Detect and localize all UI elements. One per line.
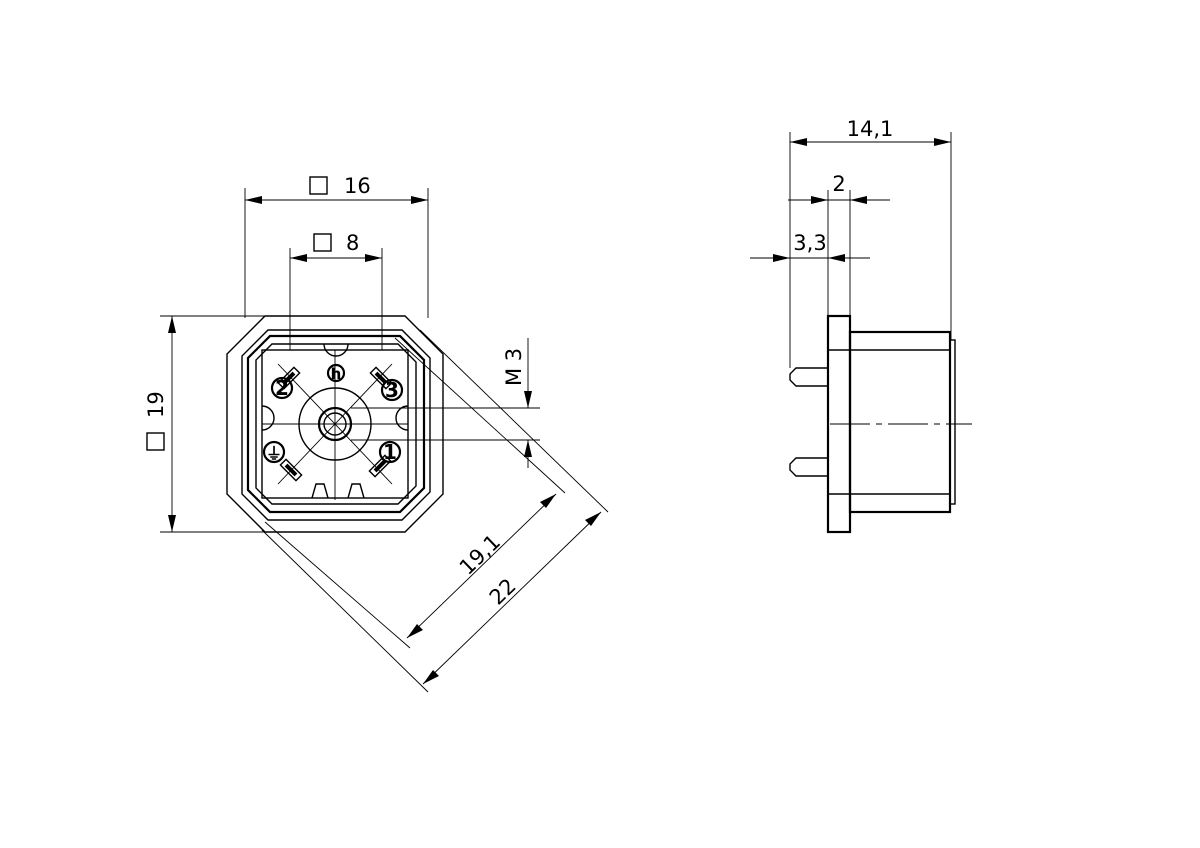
pin-3-marker [380,378,404,402]
pin-2-label: 2 [275,376,289,400]
ground-icon [262,440,286,464]
bottom-key-slot-left [311,483,329,499]
dimension-inner-square: 8 [289,231,383,350]
dim-height-value: 19 [144,391,168,418]
contact-blade-1 [368,454,392,478]
ground-label: ⏚ [266,444,282,463]
dim-diag-outer-value: 22 [485,574,521,610]
dim-total-depth-value: 14,1 [847,117,894,141]
side-pin-top [789,367,828,387]
diagonal-line-b [277,363,393,485]
coding-marker [326,363,346,383]
contact-blade-ground [279,458,303,482]
front-view: 2 3 1 ⏚ h 16 8 [144,174,609,693]
dimension-total-depth: 14,1 [789,117,952,368]
dimension-height: 19 [144,315,268,533]
connector-second-outline [241,329,431,521]
pin-1-label: 1 [383,440,397,464]
pin-1-marker [378,440,402,464]
dim-outer-square-value: 16 [344,174,371,198]
connector-outer-outline [226,315,444,533]
dim-pin-length-value: 3,3 [793,231,826,255]
coding-label: h [331,365,342,383]
bottom-key-slot-right [347,483,365,499]
right-notch [395,405,409,431]
dimension-pin-length: 3,3 [750,231,870,262]
pin-2-marker [270,376,294,400]
top-notch [323,343,349,357]
connector-housing [246,334,426,514]
contact-blade-2 [277,366,301,390]
dim-diag-inner-value: 19,1 [455,530,505,580]
dimension-outer-square: 16 [244,174,429,318]
side-front-lip [949,339,956,505]
contact-blade-3 [369,366,393,390]
dimension-thread: M 3 [351,338,540,468]
side-view: 14,1 2 3,3 [750,117,972,534]
dim-flange-value: 2 [832,172,845,196]
dimension-flange: 2 [788,172,890,316]
pin-3-label: 3 [385,378,399,402]
dim-inner-square-value: 8 [346,231,359,255]
dim-thread-value: M 3 [502,348,526,386]
left-notch [261,405,275,431]
side-body [848,330,952,514]
side-pin-bottom [789,457,828,477]
